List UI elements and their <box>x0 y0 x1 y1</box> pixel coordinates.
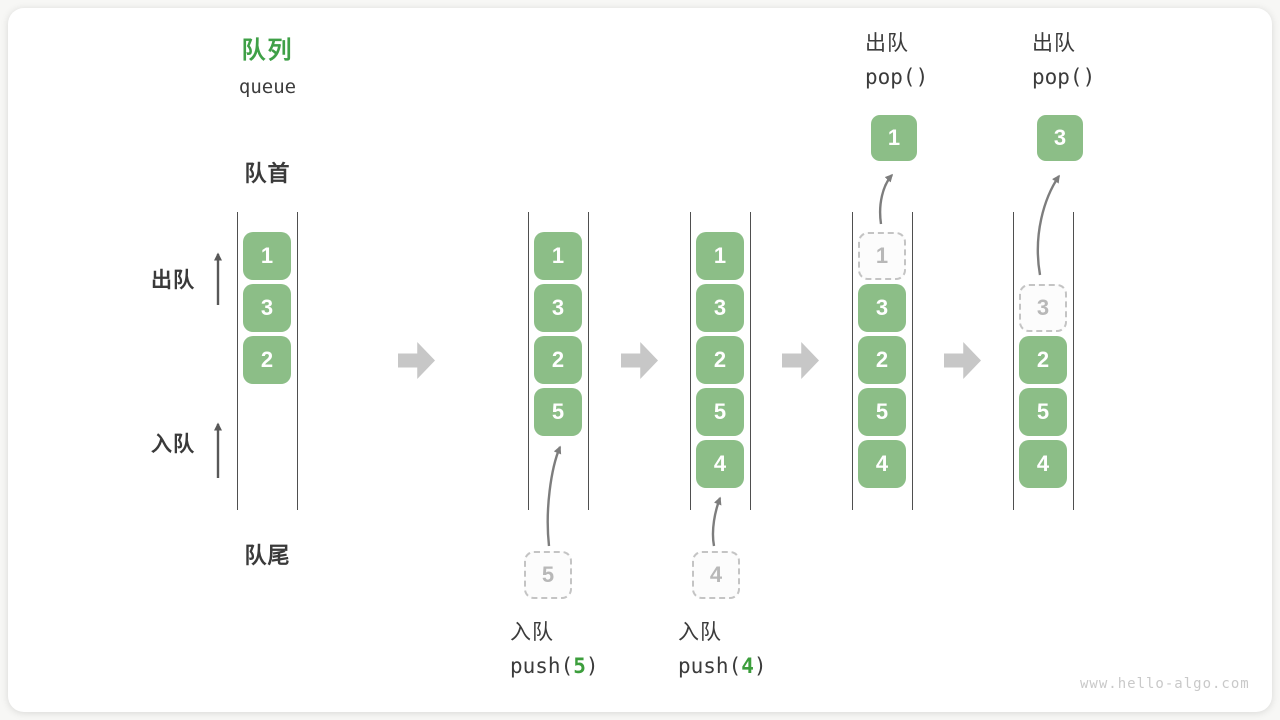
queue-element-3: 3 <box>696 284 744 332</box>
push-op-2-label: 入队 <box>678 621 722 644</box>
queue-element-2: 2 <box>534 336 582 384</box>
queue-element-2: 2 <box>696 336 744 384</box>
queue-element-5: 5 <box>1019 388 1067 436</box>
push-op-1: 入队 push(5) <box>510 620 599 678</box>
pop-op-2-label: 出队 <box>1032 32 1076 55</box>
popped-box-3: 3 <box>1037 115 1083 161</box>
popped-box-1: 1 <box>871 115 917 161</box>
queue-element-1-removed: 1 <box>858 232 906 280</box>
queue-element-1: 1 <box>534 232 582 280</box>
queue-element-5: 5 <box>858 388 906 436</box>
push-op-1-label: 入队 <box>510 621 554 644</box>
page-subtitle: queue <box>238 76 297 98</box>
label-dequeue-side: 出队 <box>151 269 195 292</box>
queue-element-2: 2 <box>858 336 906 384</box>
queue-element-1: 1 <box>243 232 291 280</box>
pop-op-1: 出队 pop() <box>865 31 928 89</box>
queue-element-2: 2 <box>243 336 291 384</box>
queue-element-4: 4 <box>1019 440 1067 488</box>
staging-box-5: 5 <box>524 551 572 599</box>
pop-op-1-code: pop() <box>865 65 929 89</box>
title-block: 队列 queue <box>205 30 330 98</box>
push-op-1-code: push(5) <box>510 654 599 678</box>
queue-element-5: 5 <box>696 388 744 436</box>
queue-element-2: 2 <box>1019 336 1067 384</box>
watermark: www.hello-algo.com <box>1080 676 1250 692</box>
queue-element-4: 4 <box>858 440 906 488</box>
queue-element-4: 4 <box>696 440 744 488</box>
pop-op-2: 出队 pop() <box>1032 31 1095 89</box>
staging-box-4: 4 <box>692 551 740 599</box>
label-enqueue-side: 入队 <box>151 433 195 456</box>
push-arg-5: 5 <box>573 654 586 678</box>
page-title: 队列 <box>241 37 294 64</box>
queue-element-3: 3 <box>243 284 291 332</box>
label-queue-rear: 队尾 <box>244 543 291 568</box>
queue-element-3: 3 <box>534 284 582 332</box>
push-op-2-code: push(4) <box>678 654 767 678</box>
pop-op-2-code: pop() <box>1032 65 1096 89</box>
push-arg-4: 4 <box>741 654 754 678</box>
label-queue-front: 队首 <box>244 161 291 186</box>
queue-element-3: 3 <box>858 284 906 332</box>
queue-element-3-removed: 3 <box>1019 284 1067 332</box>
pop-op-1-label: 出队 <box>865 32 909 55</box>
queue-element-1: 1 <box>696 232 744 280</box>
queue-element-5: 5 <box>534 388 582 436</box>
push-op-2: 入队 push(4) <box>678 620 767 678</box>
